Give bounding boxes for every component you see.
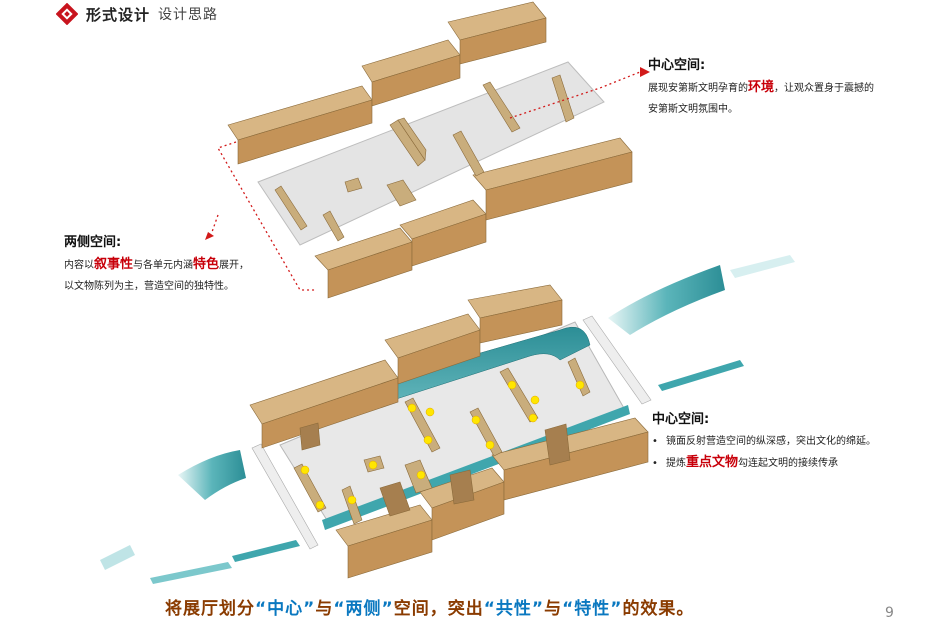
side-title: 两侧空间: xyxy=(64,231,249,250)
center-bottom-bullet-1: •镜面反射营造空间的纵深感，突出文化的绵延。 xyxy=(652,431,876,452)
footer-summary: 将展厅划分“中心”与“两侧”空间，突出“共性”与“特性”的效果。 xyxy=(165,594,694,619)
side-line1-mid: 与各单元内涵 xyxy=(133,260,193,271)
center-space-top-label: 中心空间: 展现安第斯文明孕育的环境，让观众置身于震撼的 安第斯文明氛围中。 xyxy=(648,54,874,120)
center-top-line1-post: ，让观众置身于震撼的 xyxy=(774,83,874,94)
side-space-label: 两侧空间: 内容以叙事性与各单元内涵特色展开， 以文物陈列为主，营造空间的独特性… xyxy=(64,231,249,297)
center-top-title: 中心空间: xyxy=(648,54,874,73)
center-bottom-title: 中心空间: xyxy=(652,408,876,427)
side-line1-pre: 内容以 xyxy=(64,260,94,271)
center-space-bottom-label: 中心空间: •镜面反射营造空间的纵深感，突出文化的绵延。 •提炼重点文物勾连起文… xyxy=(652,408,876,474)
side-highlight-2: 特色 xyxy=(193,257,219,272)
center-bottom-highlight: 重点文物 xyxy=(686,455,738,470)
center-top-desc: 展现安第斯文明孕育的环境，让观众置身于震撼的 安第斯文明氛围中。 xyxy=(648,77,874,120)
side-highlight-1: 叙事性 xyxy=(94,257,133,272)
side-line2: 以文物陈列为主，营造空间的独特性。 xyxy=(64,281,234,292)
center-bottom-bullet-2: •提炼重点文物勾连起文明的接续传承 xyxy=(652,452,876,474)
side-line1-post: 展开， xyxy=(219,260,249,271)
center-top-highlight: 环境 xyxy=(748,80,774,95)
bullet-dot-icon: • xyxy=(652,431,666,452)
center-top-line2: 安第斯文明氛围中。 xyxy=(648,104,738,115)
center-top-line1-pre: 展现安第斯文明孕育的 xyxy=(648,83,748,94)
side-desc: 内容以叙事性与各单元内涵特色展开， 以文物陈列为主，营造空间的独特性。 xyxy=(64,254,249,297)
bullet-dot-icon: • xyxy=(652,453,666,474)
page-number: 9 xyxy=(885,605,894,621)
